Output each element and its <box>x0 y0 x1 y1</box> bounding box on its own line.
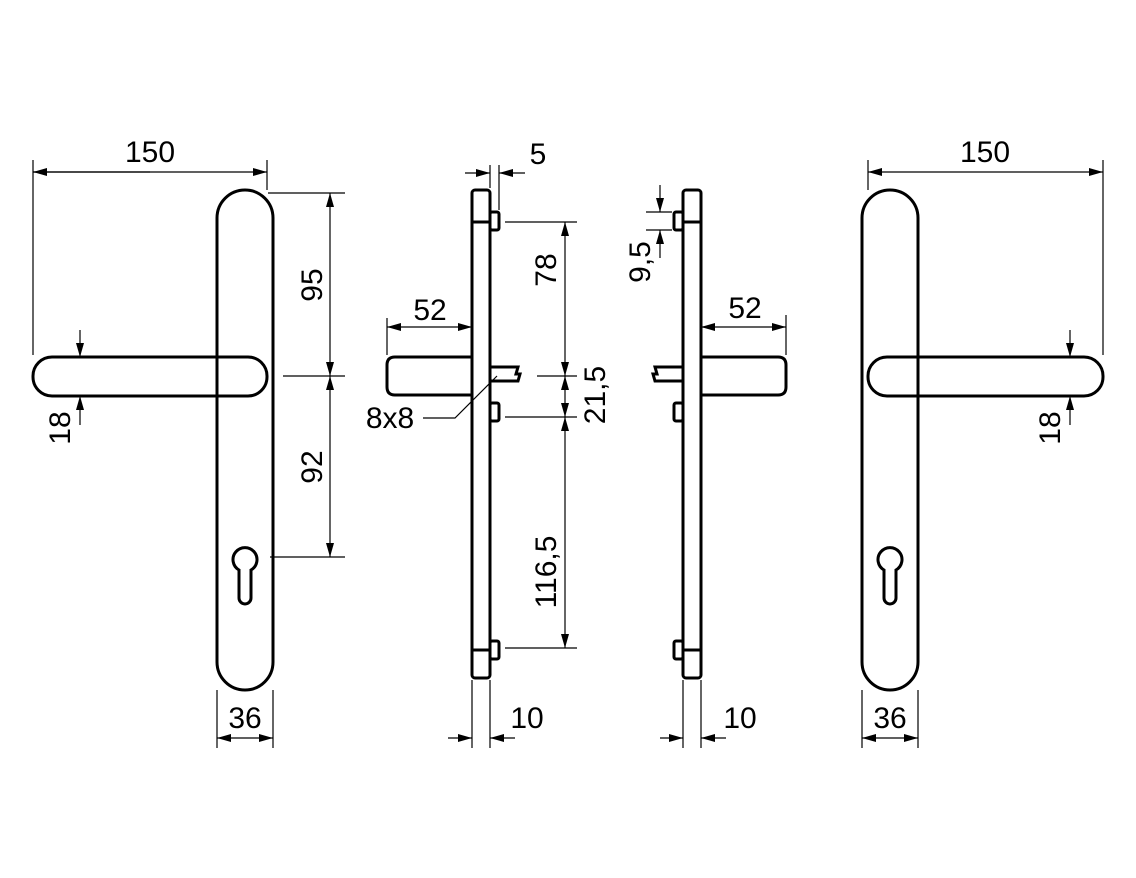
side-view-right: 9,5 52 10 <box>624 185 788 748</box>
back-plate <box>215 188 275 692</box>
dim-78: 78 <box>530 253 563 286</box>
dim-116-5: 116,5 <box>530 536 563 609</box>
side-view-left: 5 52 78 21,5 116,5 8x8 10 <box>366 138 612 748</box>
dim-52-right: 52 <box>728 292 761 325</box>
back-view: 150 18 36 <box>860 136 1105 748</box>
dim-18: 18 <box>44 411 77 444</box>
dim-5: 5 <box>530 138 547 171</box>
dim-92: 92 <box>296 450 329 483</box>
dim-21-5: 21,5 <box>579 366 612 424</box>
spindle <box>490 365 522 383</box>
dim-9-5: 9,5 <box>624 241 657 283</box>
dim-150: 150 <box>125 136 175 169</box>
handle-side <box>385 355 472 397</box>
dim-36: 36 <box>228 702 261 735</box>
dim-150-right: 150 <box>960 136 1010 169</box>
label-8x8: 8x8 <box>366 402 414 435</box>
lever-handle <box>31 355 269 398</box>
dim-10-right: 10 <box>723 702 756 735</box>
dim-10: 10 <box>510 702 543 735</box>
dim-95: 95 <box>296 268 329 301</box>
plate-side <box>470 188 492 680</box>
dim-52: 52 <box>413 294 446 327</box>
keyhole <box>231 546 259 606</box>
front-view: 150 95 92 18 36 <box>31 136 345 748</box>
dim-36-right: 36 <box>873 702 906 735</box>
dim-18-right: 18 <box>1034 411 1067 444</box>
